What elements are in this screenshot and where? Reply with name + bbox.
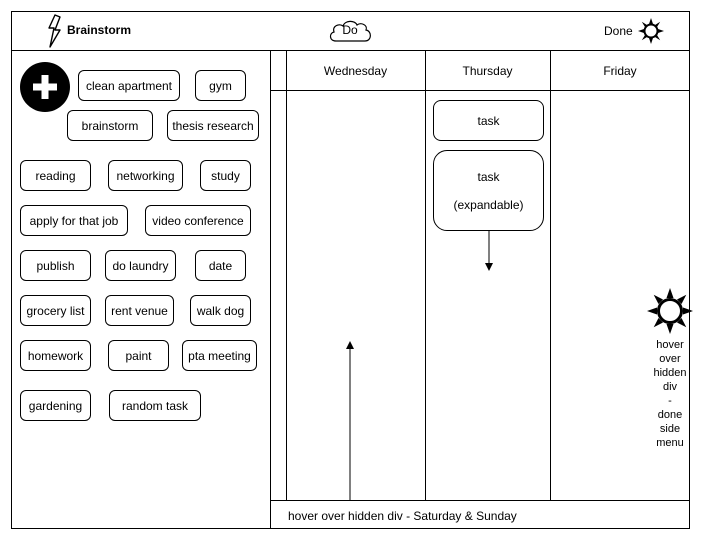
task-chip[interactable]: walk dog — [190, 295, 251, 326]
task-chip[interactable]: publish — [20, 250, 91, 281]
task-chip[interactable]: paint — [108, 340, 169, 371]
task-chip[interactable]: date — [195, 250, 246, 281]
weekend-hidden-hint: hover over hidden div - Saturday & Sunda… — [288, 509, 517, 523]
task-chip[interactable]: networking — [108, 160, 183, 191]
task-card-note: (expandable) — [453, 197, 524, 212]
task-chip[interactable]: apply for that job — [20, 205, 128, 236]
app-title: Brainstorm — [67, 23, 132, 37]
hint-line: side — [659, 423, 681, 435]
footer-divider — [270, 500, 690, 501]
expand-down-arrow-icon — [485, 231, 493, 271]
task-chip[interactable]: study — [200, 160, 251, 191]
lightning-bolt-icon — [48, 14, 61, 48]
task-chip[interactable]: do laundry — [105, 250, 176, 281]
sun-icon[interactable] — [637, 17, 665, 45]
hint-line: menu — [656, 437, 684, 449]
task-card[interactable]: task — [433, 100, 544, 141]
hint-line: hidden — [653, 367, 687, 379]
task-chip[interactable]: video conference — [145, 205, 251, 236]
add-task-button[interactable] — [19, 61, 71, 113]
app-frame — [11, 11, 690, 529]
done-label[interactable]: Done — [604, 24, 633, 38]
task-chip[interactable]: rent venue — [105, 295, 174, 326]
task-chip[interactable]: gym — [195, 70, 246, 101]
task-chip[interactable]: random task — [109, 390, 201, 421]
day-header-thursday: Thursday — [462, 64, 513, 78]
drag-up-arrow-icon — [346, 341, 354, 500]
hint-line: done — [657, 409, 683, 421]
day-header-wednesday: Wednesday — [323, 64, 388, 78]
header-divider — [11, 50, 690, 51]
column-divider — [550, 50, 551, 500]
task-chip[interactable]: thesis research — [167, 110, 259, 141]
hint-line: over — [659, 353, 681, 365]
do-tab[interactable] — [326, 17, 374, 48]
column-divider — [425, 50, 426, 500]
panel-divider — [270, 50, 271, 529]
done-side-menu-sun-icon[interactable] — [646, 287, 694, 335]
task-card-title: task — [477, 169, 500, 184]
task-chip[interactable]: clean apartment — [78, 70, 180, 101]
task-chip[interactable]: reading — [20, 160, 91, 191]
do-label: Do — [342, 23, 358, 37]
cloud-icon — [329, 20, 371, 42]
day-header-divider — [270, 90, 690, 91]
hint-line: div — [662, 381, 678, 393]
hint-line: - — [668, 395, 672, 407]
hint-line: hover — [656, 339, 684, 351]
task-card-expandable[interactable]: task (expandable) — [433, 150, 544, 231]
task-chip[interactable]: grocery list — [20, 295, 91, 326]
task-chip[interactable]: brainstorm — [67, 110, 153, 141]
task-chip[interactable]: homework — [20, 340, 91, 371]
day-header-friday: Friday — [603, 64, 637, 78]
task-chip[interactable]: gardening — [20, 390, 91, 421]
done-side-menu-hint: hover over hidden div - done side menu — [646, 338, 694, 450]
task-chip[interactable]: pta meeting — [182, 340, 257, 371]
saturday-hidden-column-edge — [286, 50, 287, 500]
